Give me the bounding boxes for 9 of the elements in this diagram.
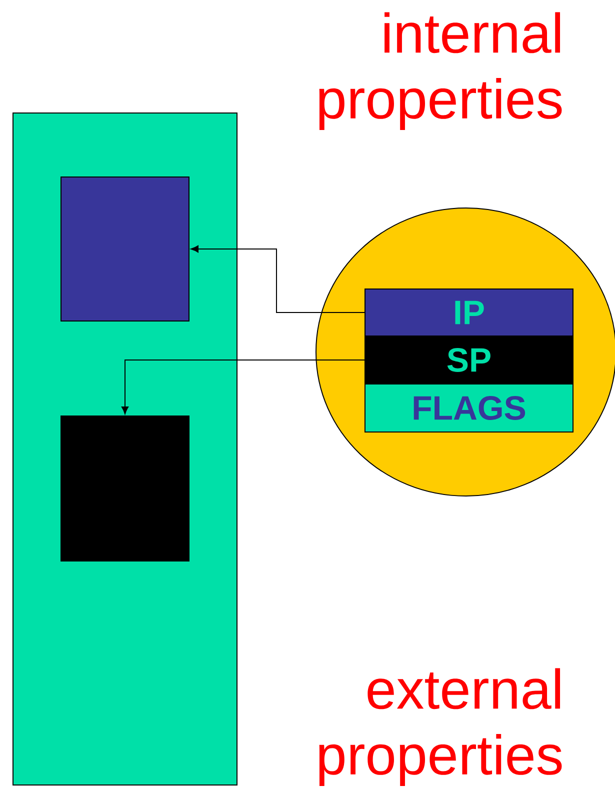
heading-text: internal properties <box>319 12 562 130</box>
memory-region <box>60 176 190 322</box>
register-box: SP <box>364 336 574 384</box>
register-box: IP <box>364 288 574 336</box>
arrow <box>121 360 365 414</box>
heading-text: external properties <box>319 668 562 786</box>
memory-region <box>60 416 190 562</box>
register-box: FLAGS <box>364 384 574 432</box>
arrow <box>190 245 365 313</box>
